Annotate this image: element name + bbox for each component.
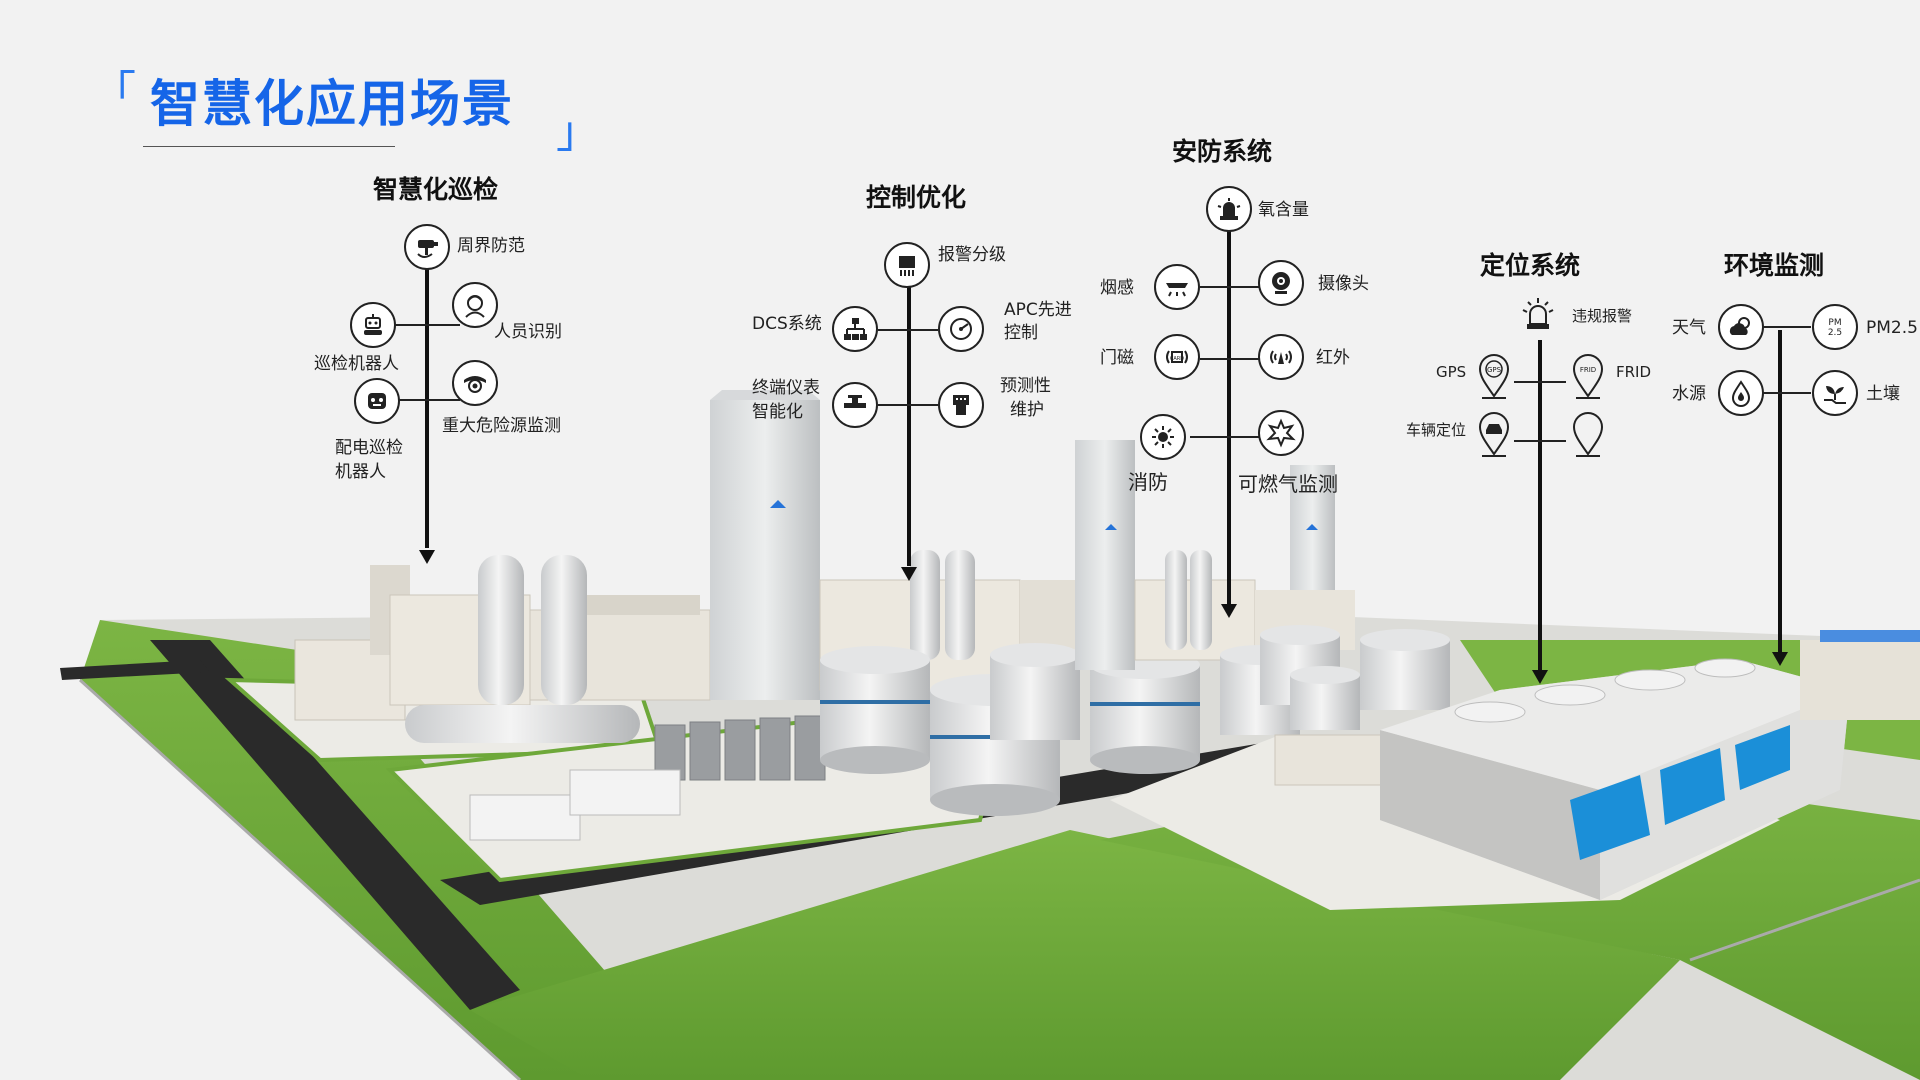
page-title: 智慧化应用场景 xyxy=(150,75,514,133)
environment-title: 环境监测 xyxy=(1724,251,1825,280)
card-text: CARD xyxy=(1170,356,1184,362)
label-water: 水源 xyxy=(1672,384,1706,404)
label-gps: GPS xyxy=(1436,363,1467,381)
title-bracket-open: 「 xyxy=(92,67,136,118)
robot-face-icon[interactable] xyxy=(354,378,400,424)
person-face-icon[interactable] xyxy=(452,282,498,328)
label-pm25: PM2.5 xyxy=(1866,318,1918,338)
label-violation-alarm: 违规报警 xyxy=(1572,307,1633,325)
location-arrow xyxy=(1532,670,1548,684)
label-alarm-grading: 报警分级 xyxy=(938,245,1006,265)
valve-icon[interactable] xyxy=(832,382,878,428)
frid-text: FRID xyxy=(1580,366,1596,374)
label-frid: FRID xyxy=(1616,363,1652,381)
label-predictive: 预测性 xyxy=(1000,376,1051,396)
control-connector xyxy=(907,286,911,566)
control-arrow xyxy=(901,567,917,581)
gps-text: GPS xyxy=(1487,366,1502,374)
label-soil: 土壤 xyxy=(1866,384,1900,404)
control-branch-2 xyxy=(878,404,938,406)
security-branch-3 xyxy=(1190,436,1265,438)
security-connector xyxy=(1227,226,1231,606)
location-title: 定位系统 xyxy=(1480,251,1581,280)
label-fire: 消防 xyxy=(1128,470,1168,494)
inspection-title: 智慧化巡检 xyxy=(373,175,499,204)
frid-pin-icon[interactable]: FRID xyxy=(1570,352,1606,400)
network-icon[interactable] xyxy=(832,306,878,352)
label-maintenance: 维护 xyxy=(1010,400,1044,420)
label-power-inspection: 配电巡检 xyxy=(335,438,403,458)
pm-value-text: 2.5 xyxy=(1828,328,1842,338)
inspection-branch-2 xyxy=(380,399,460,401)
label-apc: APC先进 xyxy=(1004,300,1072,320)
alarm-panel-icon[interactable] xyxy=(884,242,930,288)
gas-burst-icon[interactable] xyxy=(1258,410,1304,456)
label-combustible-gas: 可燃气监测 xyxy=(1238,472,1338,496)
control-title: 控制优化 xyxy=(866,183,967,212)
soil-plant-icon[interactable] xyxy=(1812,370,1858,416)
label-camera: 摄像头 xyxy=(1318,274,1369,294)
location-connector xyxy=(1538,340,1542,672)
inspection-connector xyxy=(425,268,429,548)
gauge-icon[interactable] xyxy=(938,306,984,352)
label-perimeter: 周界防范 xyxy=(457,236,525,256)
location-branch-2 xyxy=(1514,440,1566,442)
security-title: 安防系统 xyxy=(1172,137,1273,166)
label-vehicle-location: 车辆定位 xyxy=(1406,421,1467,439)
security-arrow xyxy=(1221,604,1237,618)
label-door-magnet: 门磁 xyxy=(1100,348,1134,368)
card-reader-icon[interactable]: CARD xyxy=(1154,334,1200,380)
inspection-arrow xyxy=(419,550,435,564)
title-bracket-close: 」 xyxy=(556,107,600,158)
label-dcs: DCS系统 xyxy=(752,314,822,334)
inspection-branch-1 xyxy=(395,324,460,326)
label-apc-control: 控制 xyxy=(1004,323,1038,343)
target-icon[interactable] xyxy=(452,360,498,406)
label-weather: 天气 xyxy=(1672,318,1706,338)
label-hazard-monitoring: 重大危险源监测 xyxy=(442,416,561,436)
car-pin-icon[interactable] xyxy=(1476,410,1512,458)
alarm-light-icon[interactable] xyxy=(1520,294,1556,342)
fire-icon[interactable] xyxy=(1140,414,1186,460)
chip-icon[interactable] xyxy=(938,382,984,428)
location-branch-1 xyxy=(1514,381,1566,383)
robot-icon[interactable] xyxy=(350,302,396,348)
water-drop-icon[interactable] xyxy=(1718,370,1764,416)
security-branch-2 xyxy=(1200,358,1260,360)
label-terminal-instrument: 终端仪表 xyxy=(752,378,820,398)
environment-connector xyxy=(1778,330,1782,656)
label-terminal-smart: 智能化 xyxy=(752,402,803,422)
control-branch-1 xyxy=(878,329,938,331)
label-infrared: 红外 xyxy=(1316,348,1350,368)
environment-arrow xyxy=(1772,652,1788,666)
cctv-icon[interactable] xyxy=(404,224,450,270)
empty-pin-icon[interactable] xyxy=(1570,410,1606,458)
gps-pin-icon[interactable]: GPS xyxy=(1476,352,1512,400)
label-smoke: 烟感 xyxy=(1100,278,1134,298)
label-person-recognition: 人员识别 xyxy=(494,322,562,342)
infrared-icon[interactable] xyxy=(1258,334,1304,380)
security-branch-1 xyxy=(1200,286,1260,288)
siren-icon[interactable] xyxy=(1206,186,1252,232)
label-patrol-robot: 巡检机器人 xyxy=(314,354,399,374)
camera-icon[interactable] xyxy=(1258,260,1304,306)
smoke-detector-icon[interactable] xyxy=(1154,264,1200,310)
label-power-robot: 机器人 xyxy=(335,462,386,482)
environment-branch-1 xyxy=(1755,326,1811,328)
title-underline xyxy=(143,146,395,147)
label-oxygen: 氧含量 xyxy=(1258,200,1309,220)
environment-branch-2 xyxy=(1755,392,1811,394)
pm-text: PM xyxy=(1828,318,1841,328)
weather-icon[interactable] xyxy=(1718,304,1764,350)
